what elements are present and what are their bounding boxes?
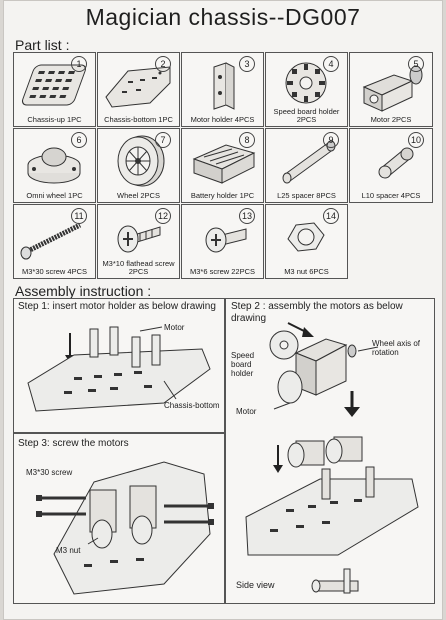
assembly-heading: Assembly instruction : [15,283,152,299]
part-number: 4 [323,56,339,72]
part-cell-10: 10 L10 spacer 4PCS [349,128,433,203]
step3-diagram [36,461,214,595]
part-number: 1 [71,56,87,72]
part-number: 6 [71,132,87,148]
step1-diagram [27,326,211,412]
part-caption: Chassis-up 1PC [27,115,82,124]
battery-holder-illustration [192,144,256,184]
part-cell-8: 8 Battery holder 1PC [181,128,264,203]
part-cell-5: 5 Motor 2PCS [349,52,433,127]
part-caption: M3*30 screw 4PCS [21,267,88,276]
part-cell-1: 1 Chassis-up 1PC [13,52,96,127]
part-caption: M3*6 screw 22PCS [189,267,256,276]
step3-screw-label: M3*30 screw [26,468,73,477]
chassis-bottom-illustration [105,66,171,108]
m3x10-flathead-screw-illustration [117,225,161,253]
part-caption: Wheel 2PCS [117,191,160,200]
page-title: Magician chassis--DG007 [85,4,361,30]
step2-side-view-label: Side view [236,580,275,590]
part-cell-13: 13 M3*6 screw 22PCS [181,204,264,279]
part-cell-9: 9 L25 spacer 8PCS [265,128,348,203]
step1-instruction: Step 1: insert motor holder as below dra… [18,301,216,312]
step3-panel: Step 3: screw the motors M3*30 screw M3 … [13,433,225,604]
part-caption: L10 spacer 4PCS [361,191,421,200]
part-caption: Motor 2PCS [370,115,412,124]
part-cell-6: 6 Omni wheel 1PC [13,128,96,203]
part-cell-12: 12 M3*10 flathead screw 2PCS [97,204,180,279]
part-cell-7: 7 Wheel 2PCS [97,128,180,203]
part-cell-2: 2 Chassis-bottom 1PC [97,52,180,127]
part-caption: Speed board holder 2PCS [273,107,340,124]
part-list-heading: Part list : [15,37,70,53]
part-caption: M3*10 flathead screw 2PCS [102,259,175,276]
part-cell-4: 4 Speed board holder 2PCS [265,52,348,127]
part-caption: Battery holder 1PC [190,191,255,200]
step3-instruction: Step 3: screw the motors [18,438,129,449]
speed-board-holder-illustration [285,62,327,104]
omni-wheel-illustration [27,147,81,184]
part-number: 7 [155,132,171,148]
instruction-sheet: Magician chassis--DG007 Part list : 1 Ch… [3,0,443,620]
part-caption: Chassis-bottom 1PC [104,115,173,124]
part-number: 14 [323,208,339,224]
part-number: 10 [408,132,424,148]
step1-chassis-label: Chassis-bottom [164,401,220,410]
part-number: 8 [239,132,255,148]
wheel-illustration [117,135,165,187]
part-caption: M3 nut 6PCS [284,267,329,276]
part-number: 3 [239,56,255,72]
m3x30-screw-illustration [20,222,82,260]
step2-speed-board-label: Speed board holder [231,351,255,378]
step1-panel: Step 1: insert motor holder as below dra… [13,298,225,433]
part-number: 2 [155,56,171,72]
step2-diagram [245,322,419,594]
part-number: 9 [323,132,339,148]
step2-motor-label: Motor [236,407,257,416]
step2-wheel-axis-label: Wheel axis of rotation [372,339,421,357]
part-caption: Omni wheel 1PC [26,191,83,200]
part-cell-14: 14 M3 nut 6PCS [265,204,348,279]
m3-nut-illustration [287,222,325,252]
part-caption: L25 spacer 8PCS [277,191,336,200]
step2-instruction: Step 2 : assembly the motors as below dr… [231,301,403,324]
part-caption: Motor holder 4PCS [190,115,255,124]
m3x6-screw-illustration [205,227,247,253]
step3-nut-label: M3 nut [56,546,81,555]
parts-grid: 1 Chassis-up 1PC 2 Chassis-bottom 1PC 3 … [13,52,433,280]
part-cell-3: 3 Motor holder 4PCS [181,52,264,127]
part-number: 13 [239,208,255,224]
part-cell-11: 11 M3*30 screw 4PCS [13,204,96,279]
step1-motor-label: Motor [164,323,185,332]
l10-spacer-illustration [378,147,414,179]
motor-holder-illustration [213,62,235,110]
part-number: 5 [408,56,424,72]
step2-panel: Step 2 : assembly the motors as below dr… [225,298,435,604]
part-number: 12 [155,208,171,224]
part-number: 11 [71,208,87,224]
chassis-up-illustration [21,64,87,106]
